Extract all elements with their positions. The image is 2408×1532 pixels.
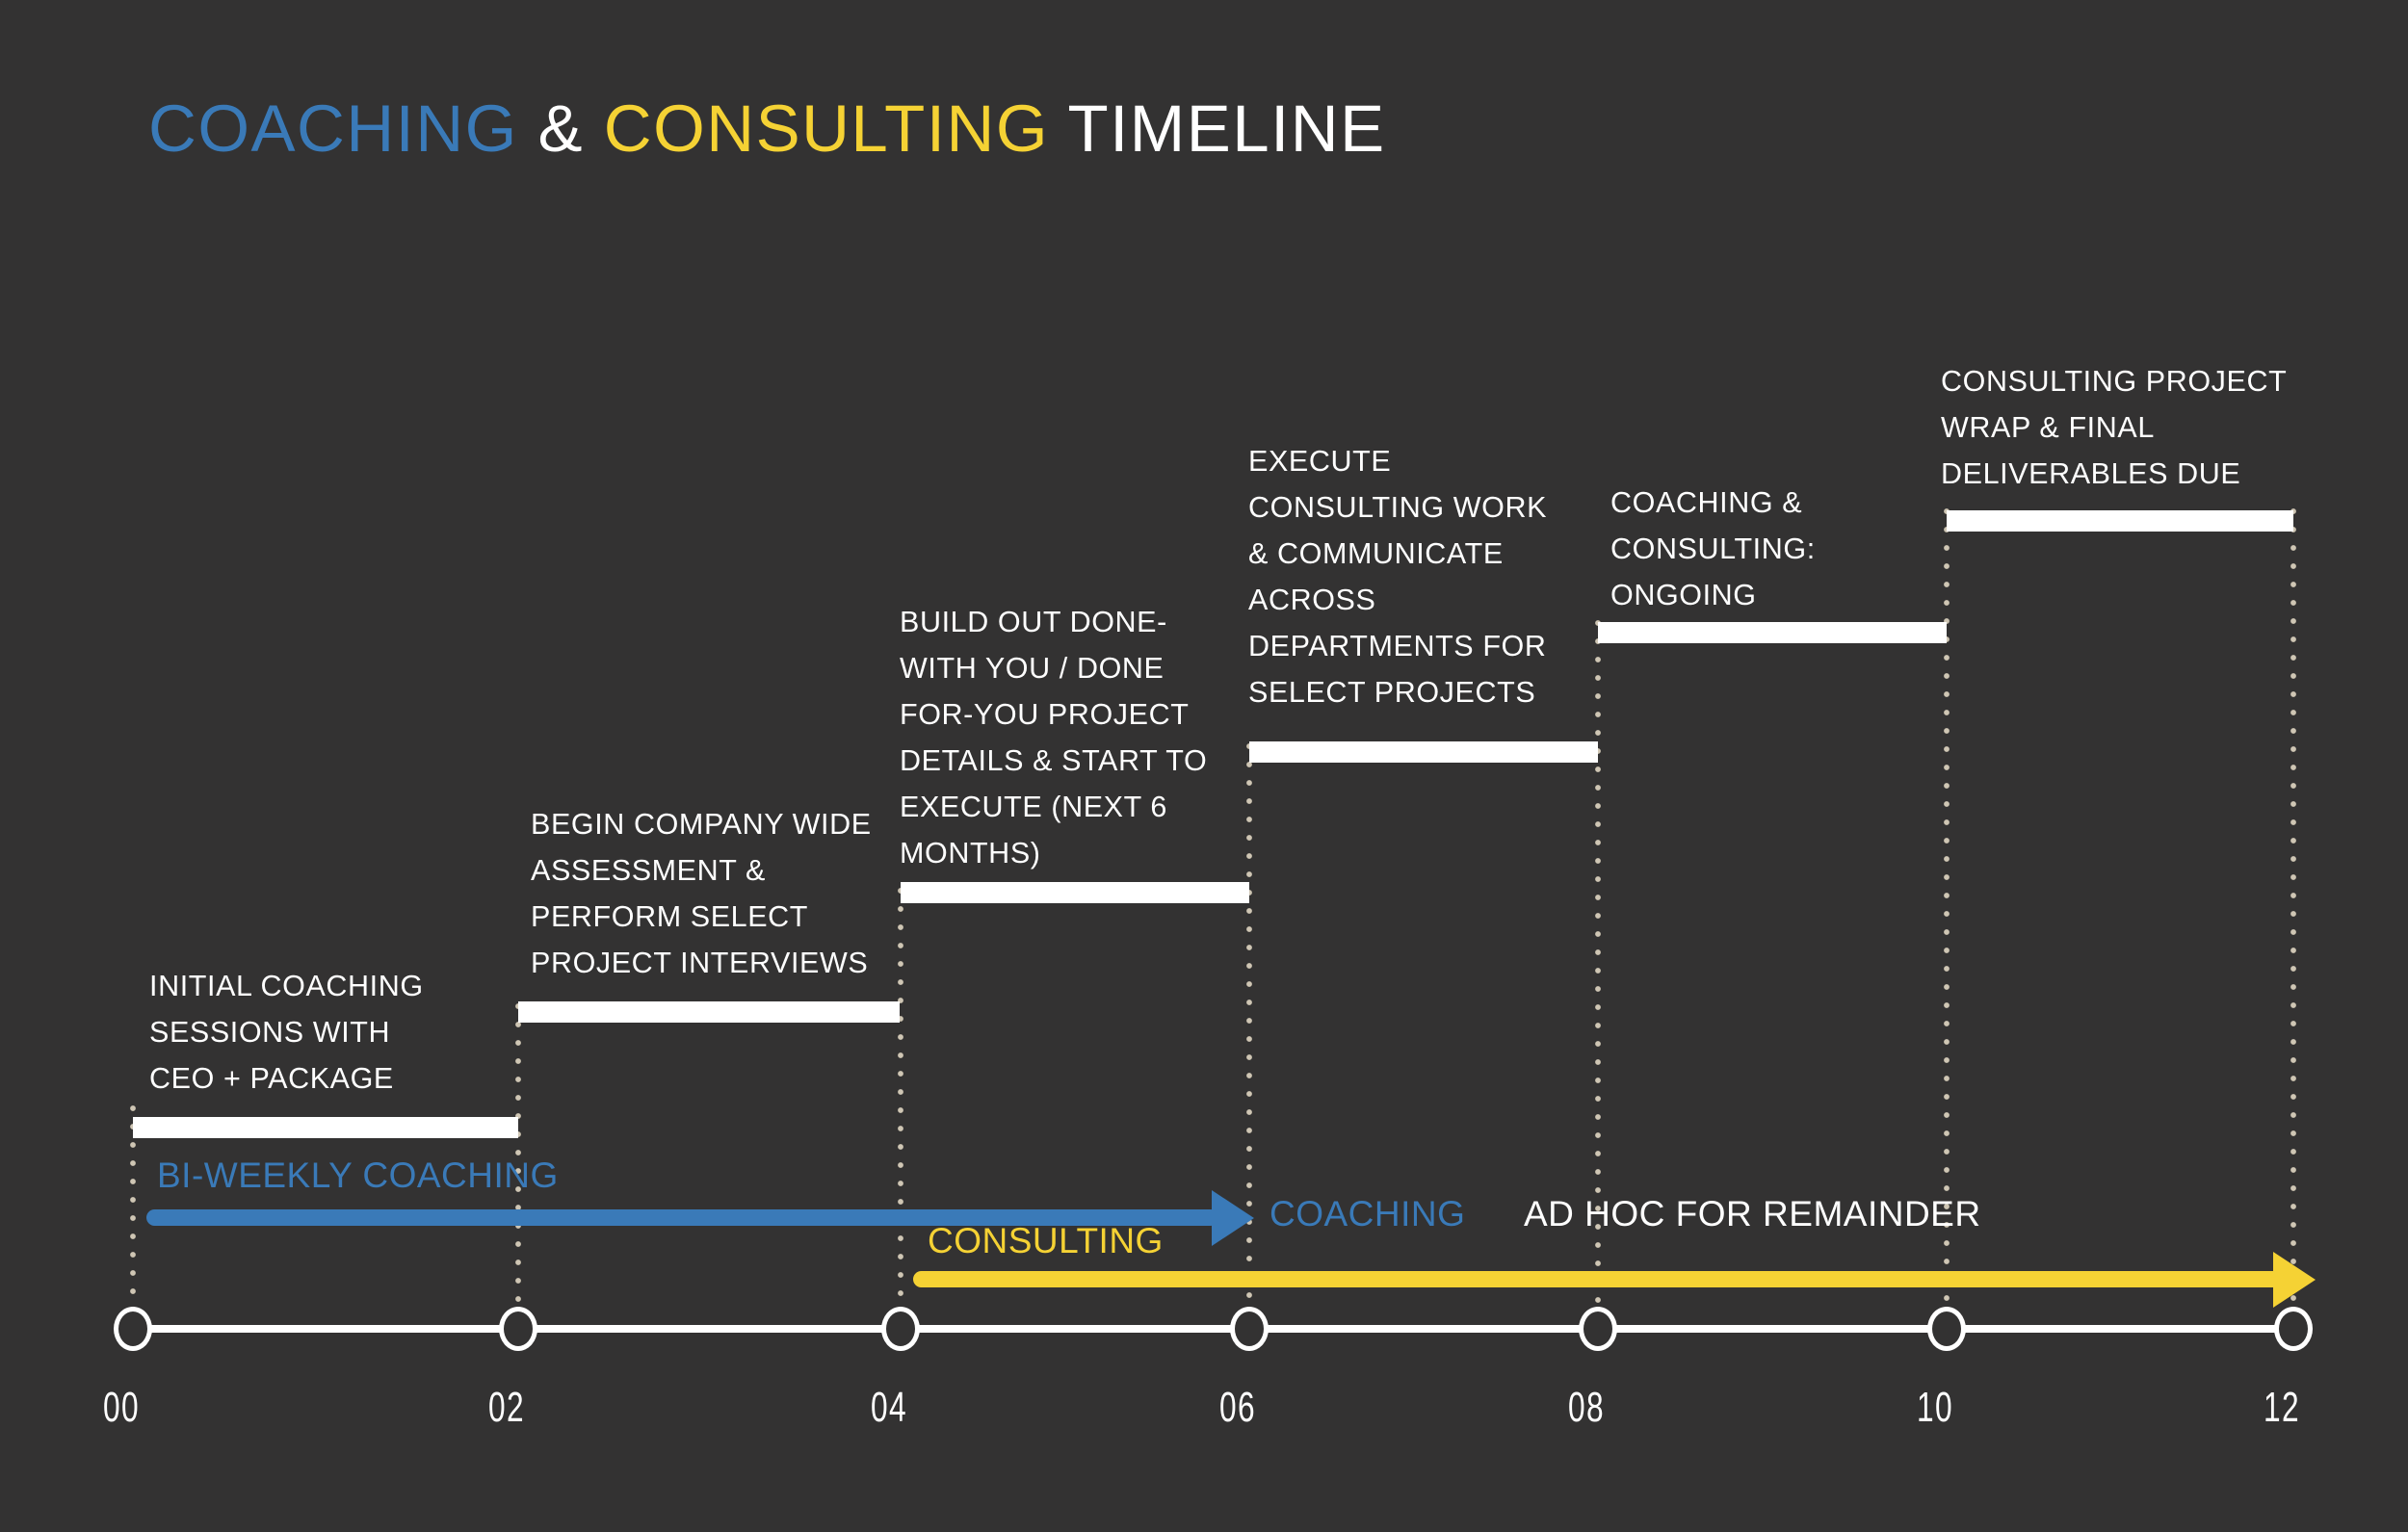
axis-node-12[interactable] — [2274, 1307, 2313, 1351]
title-word-coaching: COACHING — [148, 91, 518, 166]
title-word-consulting: CONSULTING — [603, 91, 1049, 166]
step-label-6: CONSULTING PROJECT WRAP & FINAL DELIVERA… — [1941, 365, 2288, 490]
guide-dotted-line-10 — [1944, 508, 1950, 1325]
consulting-flow-label: CONSULTING — [928, 1221, 1164, 1260]
consulting-flow-bar — [913, 1271, 2281, 1287]
step-label-3: BUILD OUT DONE- WITH YOU / DONE FOR-YOU … — [900, 606, 1208, 870]
inline-note-adhoc: AD HOC FOR REMAINDER — [1524, 1194, 1981, 1233]
axis-node-08[interactable] — [1579, 1307, 1617, 1351]
step-bar-4 — [1249, 741, 1598, 763]
axis-node-06[interactable] — [1230, 1307, 1269, 1351]
step-label-5: COACHING & CONSULTING: ONGOING — [1610, 486, 1816, 611]
axis-tick-label-08: 08 — [1568, 1384, 1606, 1431]
guide-dotted-line-06 — [1246, 743, 1252, 1325]
step-bar-1 — [133, 1117, 518, 1138]
consulting-flow-arrowhead — [2273, 1252, 2316, 1308]
axis-tick-label-04: 04 — [871, 1384, 908, 1431]
axis-node-02[interactable] — [499, 1307, 537, 1351]
title-word-timeline: TIMELINE — [1067, 91, 1386, 166]
axis-node-04[interactable] — [881, 1307, 920, 1351]
step-bar-5 — [1598, 622, 1947, 643]
guide-dotted-line-08 — [1595, 620, 1601, 1325]
guide-dotted-line-02 — [515, 1003, 521, 1325]
axis-tick-label-06: 06 — [1219, 1384, 1257, 1431]
page-title: COACHING & CONSULTING TIMELINE — [148, 91, 1386, 167]
step-bar-2 — [518, 1001, 900, 1023]
step-label-4: EXECUTE CONSULTING WORK & COMMUNICATE AC… — [1248, 445, 1548, 709]
inline-note-coaching: COACHING — [1269, 1194, 1466, 1233]
title-ampersand: & — [537, 91, 585, 166]
step-bar-3 — [901, 882, 1249, 903]
axis-tick-label-00: 00 — [103, 1384, 141, 1431]
step-label-1: INITIAL COACHING SESSIONS WITH CEO + PAC… — [149, 970, 424, 1095]
timeline-axis — [133, 1325, 2290, 1333]
axis-node-10[interactable] — [1927, 1307, 1966, 1351]
guide-dotted-line-00 — [130, 1105, 136, 1325]
coaching-flow-bar — [146, 1209, 1218, 1226]
guide-dotted-line-12 — [2290, 508, 2296, 1325]
step-bar-6 — [1947, 510, 2293, 532]
axis-tick-label-02: 02 — [488, 1384, 526, 1431]
axis-tick-label-12: 12 — [2264, 1384, 2301, 1431]
coaching-flow-label: BI-WEEKLY COACHING — [157, 1155, 559, 1195]
axis-tick-label-10: 10 — [1917, 1384, 1954, 1431]
guide-dotted-line-04 — [898, 888, 903, 1325]
coaching-flow-arrowhead — [1212, 1190, 1254, 1246]
axis-node-00[interactable] — [114, 1307, 152, 1351]
step-label-2: BEGIN COMPANY WIDE ASSESSMENT & PERFORM … — [531, 808, 872, 979]
